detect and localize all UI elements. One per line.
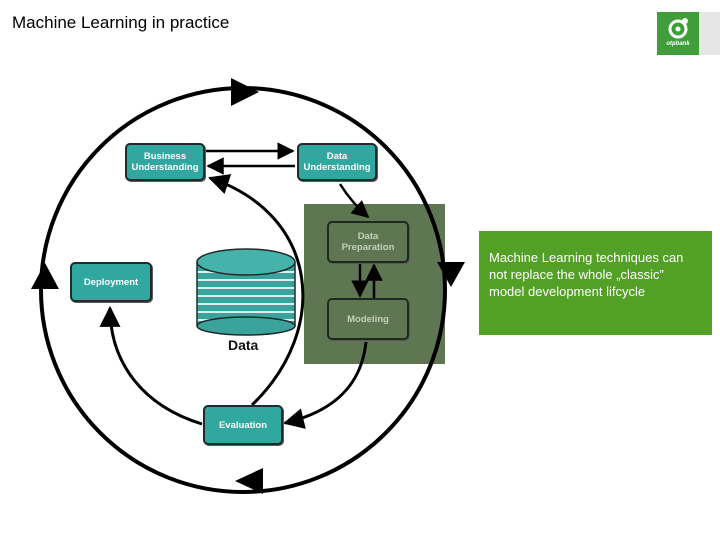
callout-text: Machine Learning techniques can not repl…	[489, 250, 684, 299]
cycle-arrowhead-top	[231, 78, 259, 106]
node-data-understanding: Data Understanding	[297, 143, 377, 181]
arrow-modeling-to-evaluation	[282, 341, 368, 429]
logo-strip	[699, 12, 720, 55]
cycle-arrowhead-left	[31, 263, 59, 289]
company-logo: otpbank	[657, 12, 699, 55]
node-data-preparation: Data Preparation	[327, 221, 409, 263]
arrow-evaluation-to-business	[208, 174, 305, 407]
node-business-understanding: Business Understanding	[125, 143, 205, 181]
node-modeling: Modeling	[327, 298, 409, 340]
node-deployment: Deployment	[70, 262, 152, 302]
node-evaluation: Evaluation	[203, 405, 283, 445]
otp-bank-logo-icon	[668, 18, 688, 39]
database-cylinder-icon	[196, 248, 296, 336]
data-store-label: Data	[228, 337, 259, 353]
arrow-evaluation-to-deployment	[99, 305, 203, 426]
logo-text: otpbank	[666, 41, 690, 47]
callout-box: Machine Learning techniques can not repl…	[479, 231, 712, 335]
cycle-arrowhead-bottom	[235, 468, 263, 494]
page-title: Machine Learning in practice	[12, 13, 230, 32]
arrow-understanding-to-preparation	[338, 183, 370, 219]
cycle-arrowhead-right	[437, 262, 465, 287]
